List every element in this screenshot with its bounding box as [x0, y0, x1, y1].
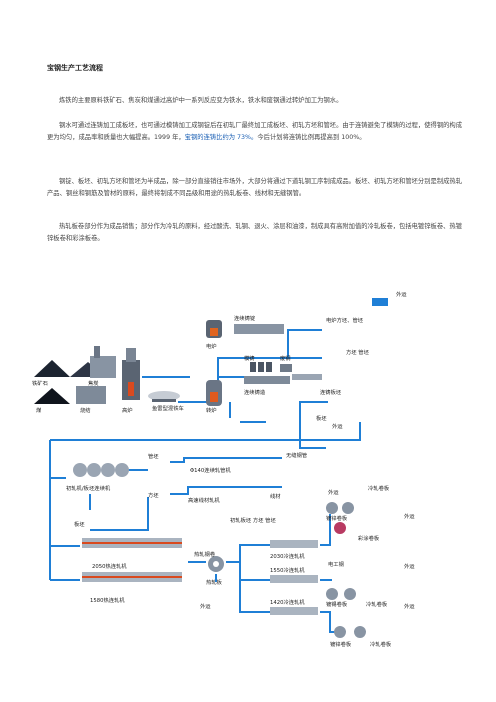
- label-cold-coil-1: 冷轧卷板: [368, 484, 390, 492]
- paragraph-3: 钢锭、板坯、初轧方坯和管坯为半成品，除一部分直接销往市场外，大部分将通过下道轧钢…: [47, 178, 462, 197]
- label-cold-coil-3: 冷轧卷板: [370, 640, 392, 648]
- label-hot-mill-1580: 1580热连轧机: [90, 596, 125, 604]
- label-coke: 焦炭: [88, 379, 99, 387]
- label-hot-strip: 热轧钢卷: [194, 550, 216, 558]
- label-wire-mill: 高速线材轧机: [188, 496, 220, 504]
- label-export-1: 外运: [396, 290, 407, 298]
- diagram-labels: 铁矿石 焦炭 煤 烧结 高炉 鱼雷型混铁车 转炉 电炉 连续铸锭 外运 电炉方坯…: [32, 290, 415, 648]
- label-export-2: 外运: [332, 422, 343, 430]
- label-iron-ore: 铁矿石: [32, 379, 48, 387]
- label-torpedo-car: 鱼雷型混铁车: [152, 404, 184, 412]
- blast-furnace-icon: [122, 348, 140, 400]
- paragraph-4: 热轧板卷部分作为成品销售；部分作为冷轧的原料，经过酸洗、轧钢、退火、涂层和油漆，…: [47, 223, 462, 242]
- label-pipe-mill: Φ140连续轧管机: [190, 466, 231, 474]
- paragraph-2-text: 钢水可通过连铸加工成板坯，也可通过模铸加工成钢锭后在初轧厂最终加工成板坯、初轧方…: [47, 122, 462, 141]
- label-tube-blank: 管坯: [148, 452, 159, 460]
- iron-ore-pile-icon: [34, 360, 70, 377]
- label-slab-2: 板坯: [74, 520, 85, 528]
- sinter-plant-icon: [76, 346, 116, 404]
- electric-furnace-icon: [206, 320, 222, 338]
- document-title: 宝钢生产工艺流程: [47, 64, 103, 72]
- export-truck-icon: [372, 298, 388, 306]
- paragraph-1: 炼铁的主要原料铁矿石、焦炭和煤通过高炉中一系列反应变为铁水，铁水和废钢通过转炉加…: [59, 97, 343, 104]
- label-galv-coil: 镀锌卷板: [326, 514, 348, 522]
- label-blooming-products: 初轧板坯 方坯 管坯: [230, 516, 276, 524]
- coil-icon: [208, 556, 224, 572]
- label-cold-mill-1550: 1550冷连轧机: [270, 566, 305, 574]
- label-continuous-cast-top: 连续铸锭: [234, 314, 256, 322]
- label-cold-mill-1420: 1420冷连轧机: [270, 598, 305, 606]
- label-hot-galv: 镀锡卷板: [326, 600, 348, 608]
- label-electro-galv: 电工钢: [328, 560, 344, 568]
- label-cold-mill-2030: 2030冷连轧机: [270, 552, 305, 560]
- label-cold-coil-2: 冷轧卷板: [366, 600, 388, 608]
- hot-mill-1580-icon: [82, 572, 182, 582]
- scrap-icon: [280, 364, 292, 372]
- label-export-7: 外运: [404, 602, 415, 610]
- paragraph-2: 钢水可通过连铸加工成板坯，也可通过模铸加工成钢锭后在初轧厂最终加工成板坯、初轧方…: [47, 120, 465, 143]
- label-color-coil: 彩涂卷板: [358, 534, 380, 542]
- label-ingot-casting: 模铸: [244, 354, 255, 362]
- label-continuous-casting: 连续铸造: [244, 388, 266, 396]
- coal-pile-icon: [34, 388, 70, 404]
- process-flow-diagram: 铁矿石 焦炭 煤 烧结 高炉 鱼雷型混铁车 转炉 电炉 连续铸锭 外运 电炉方坯…: [32, 290, 415, 648]
- paragraph-2-tail: 今后计划将连铸比例再提高到 100%。: [257, 133, 366, 141]
- label-export-3: 外运: [328, 488, 339, 496]
- label-square-billet: 方坯: [148, 491, 159, 499]
- label-hot-coil: 热轧板: [206, 578, 223, 586]
- torpedo-car-icon: [148, 391, 180, 402]
- paragraph-2-highlight: 宝钢的连铸比约为 73%。: [184, 133, 258, 141]
- label-export-5: 外运: [404, 512, 415, 520]
- continuous-caster-top-icon: [234, 324, 284, 334]
- flow-lines: [49, 329, 361, 633]
- label-slab: 板坯: [316, 414, 327, 422]
- label-converter: 转炉: [206, 406, 217, 414]
- hot-mill-2050-icon: [82, 538, 182, 548]
- label-export-4: 外运: [200, 602, 211, 610]
- label-blast-furnace: 高炉: [122, 406, 133, 414]
- cold-mills-icon: [270, 540, 318, 615]
- label-blooming-mill: 初轧机/板坯连续机: [66, 484, 111, 492]
- label-coal: 煤: [36, 406, 42, 414]
- label-billet-tube: 方坯 管坯: [346, 348, 370, 356]
- label-galv-coil-2: 镀锌卷板: [330, 640, 352, 648]
- label-seamless-pipe: 无缝钢管: [286, 451, 307, 459]
- ingot-mould-icon: [250, 362, 272, 372]
- label-sinter: 烧结: [80, 406, 91, 414]
- label-export-6: 外运: [404, 562, 415, 570]
- label-hot-mill-2050: 2050热连轧机: [92, 562, 127, 570]
- label-round-square-tube: 电炉方坯、管坯: [326, 316, 364, 324]
- label-scrap: 废钢: [280, 354, 291, 362]
- label-cc-slab: 连铸板坯: [320, 388, 342, 396]
- label-electric-furnace: 电炉: [206, 342, 217, 350]
- slab-icon: [292, 374, 322, 380]
- blooming-mill-icon: [73, 463, 129, 477]
- coated-coils-icon: [326, 502, 366, 638]
- continuous-caster-icon: [244, 376, 290, 384]
- label-wire-rod: 线材: [270, 492, 281, 500]
- converter-icon: [206, 380, 222, 406]
